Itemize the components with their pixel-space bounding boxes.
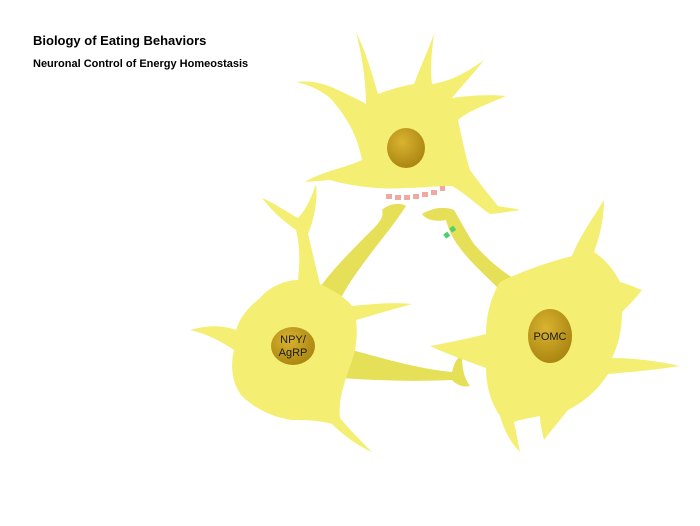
right-neuron-receptor [443, 225, 457, 239]
left-neuron-body [190, 184, 412, 452]
right-neuron: POMC [422, 200, 680, 452]
left-neuron-label-line1: NPY/ [280, 334, 307, 346]
left-neuron-right-axon [336, 346, 470, 387]
top-neuron-receptors [386, 186, 445, 200]
right-neuron-label: POMC [534, 331, 567, 343]
page-title: Biology of Eating Behaviors [33, 33, 207, 48]
top-neuron-nucleus [387, 128, 425, 168]
right-neuron-nucleus [528, 309, 572, 363]
top-neuron-body [296, 32, 520, 214]
page-subtitle: Neuronal Control of Energy Homeostasis [33, 58, 249, 70]
left-neuron-nucleus [271, 327, 315, 365]
left-neuron: NPY/ AgRP [190, 184, 470, 452]
top-neuron [296, 32, 520, 214]
left-neuron-axon [318, 203, 406, 296]
left-neuron-label-line2: AgRP [279, 347, 308, 359]
right-neuron-axon [422, 207, 516, 288]
